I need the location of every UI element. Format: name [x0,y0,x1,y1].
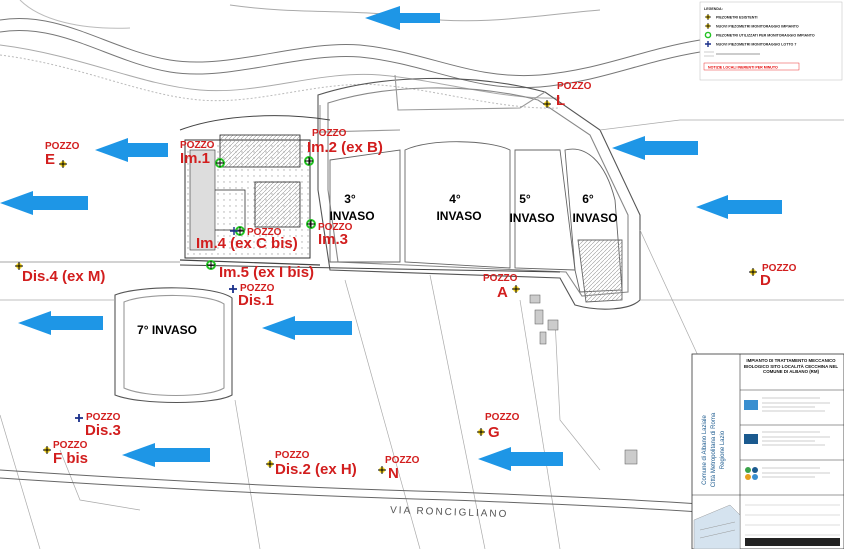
flow-arrow-icon [612,136,698,160]
title-side-1: Comune di Albano Laziale [702,414,708,484]
well-marker-Im4 [230,226,245,236]
well-marker-A [512,285,520,293]
well-marker-Im3 [306,219,316,229]
well-Dis1-name: Dis.1 [238,292,274,309]
basin-labels: 3° INVASO 4° INVASO 5° INVASO 6° INVASO … [137,192,618,337]
legend-item-3: PIEZOMETRI UTILIZZATI PER MONITORAGGIO I… [716,34,815,38]
basin-3-label: INVASO [329,209,374,223]
well-L-top: POZZO [557,81,592,92]
well-Dis2-name: Dis.2 (ex H) [275,461,357,478]
flow-arrows [0,6,782,471]
well-marker-Im2 [304,156,314,166]
basin-4-label: INVASO [436,209,481,223]
title-project: IMPIANTO DI TRATTAMENTO MECCANICO BIOLOG… [743,358,839,374]
road-label: VIA RONCIGLIANO [390,505,509,520]
well-Im3-name: Im.3 [318,231,348,248]
river [0,0,701,109]
well-G-top: POZZO [485,412,520,423]
well-marker-Dis3 [75,414,83,422]
well-marker-E [59,160,67,168]
well-Fbis-name: F bis [53,450,88,467]
well-Dis4-name: Dis.4 (ex M) [22,268,105,285]
legend-item-4: NUOVI PIEZOMETRI MONITORAGGIO LOTTO 7 [716,43,796,47]
well-marker-Dis4 [15,262,23,270]
well-A-top: POZZO [483,273,518,284]
well-Im2-top: POZZO [312,128,347,139]
well-marker-G [477,428,485,436]
field-boundaries [0,119,844,549]
well-marker-Im1 [215,158,225,168]
well-Im1-name: Im.1 [180,150,210,167]
legend-note: NOTIZIE LOCALI INERENTI PER MINUTO [708,66,778,70]
flow-arrow-icon [18,311,103,335]
well-marker-Dis2 [266,460,274,468]
flow-arrow-icon [0,191,88,215]
flow-arrow-icon [95,138,168,162]
basin-7-outline [114,287,233,404]
basin-5-num: 5° [519,192,531,206]
well-marker-Im5 [206,260,216,270]
well-Dis3-top: POZZO [86,412,121,423]
well-marker-L [543,100,551,108]
well-Im2-name: Im.2 (ex B) [307,139,383,156]
well-L-name: L [556,92,565,109]
basin-6-label: INVASO [572,211,617,225]
well-Dis1-top: POZZO [240,283,275,294]
via-roncigliano-road [0,469,701,513]
basin-6-num: 6° [582,192,594,206]
well-marker-D [749,268,757,276]
flow-arrow-icon [478,447,563,471]
well-labels: POZZO L POZZO E POZZO Im.1 POZZO Im.2 (e… [22,81,797,482]
well-Dis3-name: Dis.3 [85,422,121,439]
well-marker-Fbis [43,446,51,454]
flow-arrow-icon [365,6,440,30]
well-N-top: POZZO [385,455,420,466]
cross-marker-icon [705,14,711,20]
cross-marker-icon [705,23,711,29]
well-Fbis-top: POZZO [53,440,88,451]
flow-arrow-icon [262,316,352,340]
basin-4-num: 4° [449,192,461,206]
well-markers [15,100,757,474]
legend-item-2: NUOVI PIEZOMETRI MONITORAGGIO IMPIANTO [716,25,799,29]
well-Im1-top: POZZO [180,140,215,151]
basin-7-label: 7° INVASO [137,323,197,337]
well-Im3-top: POZZO [318,222,353,233]
title-side-2: Città Metropolitana di Roma [711,412,717,487]
well-Im4-name: Im.4 (ex C bis) [196,235,298,252]
legend-title: LEGENDA: [704,7,723,11]
legend-item-1: PIEZOMETRI ESISTENTI [716,16,758,20]
basin-outlines [329,141,623,303]
title-block: Comune di Albano Laziale Città Metropoli… [691,353,844,549]
well-D-top: POZZO [762,263,797,274]
well-marker-Dis1 [229,285,237,293]
plant-buildings [0,115,561,273]
well-Im5-name: Im.5 (ex I bis) [219,264,314,281]
flow-arrow-icon [122,443,210,467]
basin-5-label: INVASO [509,211,554,225]
basin-3-num: 3° [344,192,356,206]
well-marker-N [378,466,386,474]
green-circle-icon [704,31,712,39]
well-Im4-top: POZZO [247,227,282,238]
legend: LEGENDA: PIEZOMETRI ESISTENTI NUOVI PIEZ… [699,1,843,81]
flow-arrow-icon [696,195,782,219]
well-D-name: D [760,272,771,289]
well-N-name: N [388,465,399,482]
title-side-3: Regione Lazio [720,430,726,469]
well-Dis2-top: POZZO [275,450,310,461]
well-G-name: G [488,424,500,441]
well-E-name: E [45,151,55,168]
small-structures [529,294,638,465]
blue-cross-marker-icon [705,41,711,47]
well-A-name: A [497,284,508,301]
well-E-top: POZZO [45,141,80,152]
